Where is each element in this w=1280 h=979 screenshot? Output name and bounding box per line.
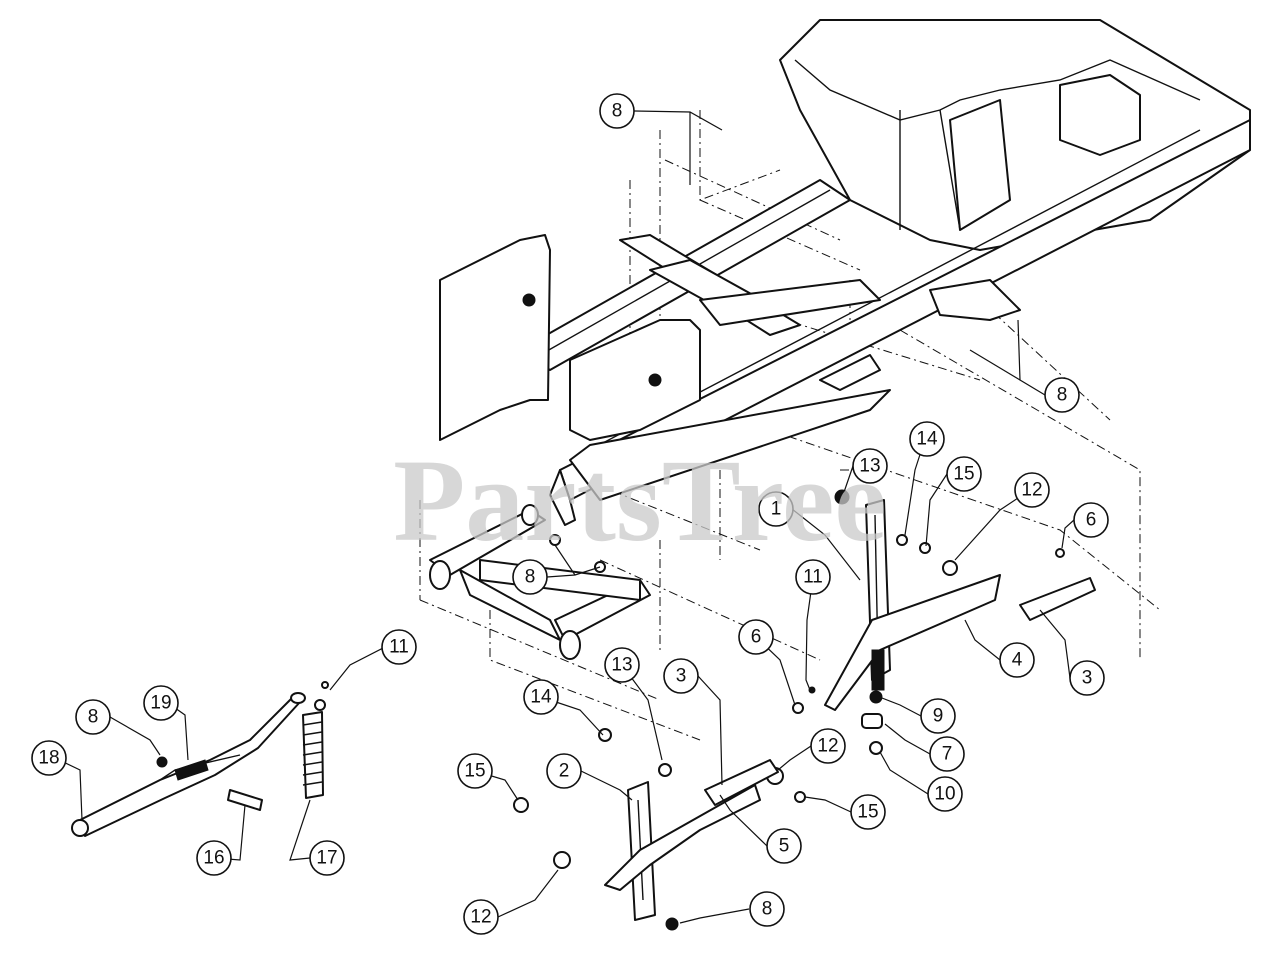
callout-11-left: 11 [381,629,417,665]
callout-6-middle: 6 [738,619,774,655]
callout-12-middle: 12 [810,728,846,764]
callout-label: 19 [150,693,171,714]
callout-label: 8 [1057,385,1068,406]
callout-label: 15 [857,802,878,823]
callout-8-bottom: 8 [749,891,785,927]
callout-19: 19 [143,685,179,721]
callout-label: 12 [470,907,491,928]
callout-label: 13 [859,456,880,477]
callout-4: 4 [999,642,1035,678]
callout-label: 8 [88,707,99,728]
callout-14-lower: 14 [523,679,559,715]
callout-label: 15 [953,464,974,485]
callout-8-left: 8 [75,699,111,735]
callout-label: 1 [771,499,782,520]
callout-11-right: 11 [795,559,831,595]
callout-label: 14 [530,687,552,708]
callout-16: 16 [196,840,232,876]
callout-9: 9 [920,698,956,734]
callout-5: 5 [766,828,802,864]
callout-label: 3 [1082,668,1093,689]
callout-label: 8 [762,899,773,920]
callout-6-right: 6 [1073,502,1109,538]
callout-label: 2 [559,761,570,782]
callout-13-lower: 13 [604,647,640,683]
callout-label: 8 [612,101,623,122]
lift-arm-5 [604,784,761,891]
callout-18: 18 [31,740,67,776]
watermark: PartsTree [393,435,887,566]
callout-label: 14 [916,429,938,450]
callout-label: 11 [803,567,823,588]
callout-label: 16 [203,848,224,869]
bracket-3-right [1019,577,1096,621]
callout-8-top: 8 [599,93,635,129]
lift-linkage [513,489,1096,931]
callout-15-left: 15 [457,753,493,789]
callout-label: 12 [817,736,838,757]
callout-label: 6 [1086,510,1097,531]
callout-label: 11 [389,637,409,658]
callout-label: 6 [751,627,762,648]
spring-17 [302,711,324,799]
callout-1: 1 [758,491,794,527]
callout-17: 17 [309,840,345,876]
callout-3-middle: 3 [663,658,699,694]
callout-12-lower: 12 [463,899,499,935]
callout-13-upper: 13 [852,448,888,484]
leader-lines [54,110,1075,924]
callout-7: 7 [929,736,965,772]
callout-label: 5 [779,836,790,857]
callout-3-right: 3 [1069,660,1105,696]
callout-15-upper: 15 [946,456,982,492]
callout-label: 7 [942,744,953,765]
callout-label: 18 [38,748,59,769]
callout-label: 17 [316,848,337,869]
callouts: 8 8 13 14 15 12 6 1 11 8 6 3 4 3 11 13 3… [31,93,1109,935]
callout-label: 3 [676,666,687,687]
callout-8-middle: 8 [512,559,548,595]
callout-14-upper: 14 [909,421,945,457]
callout-15-middle: 15 [850,794,886,830]
callout-label: 12 [1021,480,1042,501]
callout-12-upper: 12 [1014,472,1050,508]
callout-label: 10 [934,784,955,805]
callout-10: 10 [927,776,963,812]
callout-label: 8 [525,567,536,588]
bracket-3-left [704,759,779,806]
tractor-frame [429,19,1251,660]
callout-label: 13 [611,655,632,676]
lift-arm-4 [824,574,1001,711]
callout-8-right: 8 [1044,377,1080,413]
callout-2: 2 [546,753,582,789]
callout-label: 9 [933,706,944,727]
pedal-assembly [71,681,329,837]
callout-label: 4 [1012,650,1023,671]
callout-label: 15 [464,761,485,782]
